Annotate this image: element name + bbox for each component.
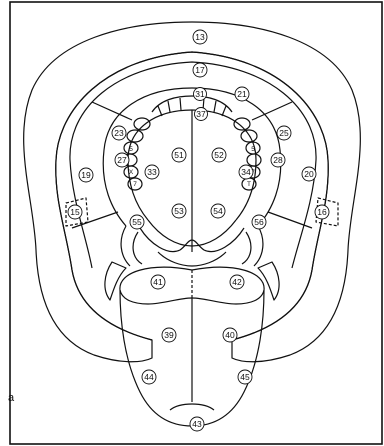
svg-text:23: 23 — [114, 128, 124, 138]
svg-text:17: 17 — [195, 65, 205, 75]
label-44: 44 — [142, 370, 156, 384]
right-flap — [258, 262, 279, 300]
left-teeth-column — [123, 118, 150, 190]
label-19: 19 — [79, 168, 93, 182]
label-13: 13 — [193, 30, 207, 44]
label-56: 56 — [252, 215, 266, 229]
tongue-tip-line — [170, 404, 214, 410]
tooth-mark-right-5: 5 — [251, 146, 255, 153]
label-39: 39 — [162, 328, 176, 342]
svg-text:55: 55 — [132, 217, 142, 227]
label-23: 23 — [112, 126, 126, 140]
svg-text:51: 51 — [174, 150, 184, 160]
svg-text:19: 19 — [81, 170, 91, 180]
svg-text:53: 53 — [174, 206, 184, 216]
label-25: 25 — [277, 126, 291, 140]
svg-text:52: 52 — [214, 150, 224, 160]
tooth-mark-left-7: 7 — [133, 181, 137, 188]
label-21: 21 — [235, 87, 249, 101]
svg-text:15: 15 — [70, 207, 80, 217]
label-37: 37 — [195, 108, 208, 121]
label-53: 53 — [172, 204, 186, 218]
svg-text:27: 27 — [117, 155, 127, 165]
label-31: 31 — [194, 88, 207, 101]
label-55: 55 — [130, 215, 144, 229]
label-45: 45 — [238, 370, 252, 384]
svg-text:20: 20 — [304, 169, 314, 179]
tooth-mark-right-7: 7 — [251, 169, 255, 176]
svg-text:40: 40 — [225, 330, 235, 340]
label-40: 40 — [223, 328, 237, 342]
svg-text:13: 13 — [195, 32, 205, 42]
svg-text:28: 28 — [273, 155, 283, 165]
svg-text:44: 44 — [144, 372, 154, 382]
tooth-mark-left-x: X — [129, 169, 134, 176]
svg-text:56: 56 — [254, 217, 264, 227]
svg-text:31: 31 — [195, 89, 205, 99]
svg-text:37: 37 — [196, 109, 206, 119]
label-17: 17 — [193, 63, 207, 77]
label-28: 28 — [271, 153, 285, 167]
svg-text:45: 45 — [240, 372, 250, 382]
label-33: 33 — [145, 165, 159, 179]
svg-text:25: 25 — [279, 128, 289, 138]
tooth-mark-left-5: 5 — [129, 146, 133, 153]
label-20: 20 — [302, 167, 316, 181]
svg-text:33: 33 — [147, 167, 157, 177]
throat-lines — [158, 252, 226, 266]
svg-text:21: 21 — [237, 89, 247, 99]
label-43: 43 — [190, 417, 204, 431]
label-54: 54 — [211, 204, 225, 218]
tooth-mark-right-t: T — [247, 181, 251, 188]
svg-text:43: 43 — [192, 419, 202, 429]
svg-text:34: 34 — [241, 167, 251, 177]
label-16: 16 — [315, 205, 329, 219]
label-41: 41 — [151, 275, 165, 289]
svg-text:39: 39 — [164, 330, 174, 340]
label-15: 15 — [68, 205, 82, 219]
label-51: 51 — [172, 148, 186, 162]
svg-text:41: 41 — [153, 277, 163, 287]
svg-text:42: 42 — [232, 277, 242, 287]
left-flap — [105, 262, 126, 300]
label-52: 52 — [212, 148, 226, 162]
label-42: 42 — [230, 275, 244, 289]
svg-text:54: 54 — [213, 206, 223, 216]
svg-text:16: 16 — [317, 207, 327, 217]
label-27: 27 — [115, 153, 129, 167]
